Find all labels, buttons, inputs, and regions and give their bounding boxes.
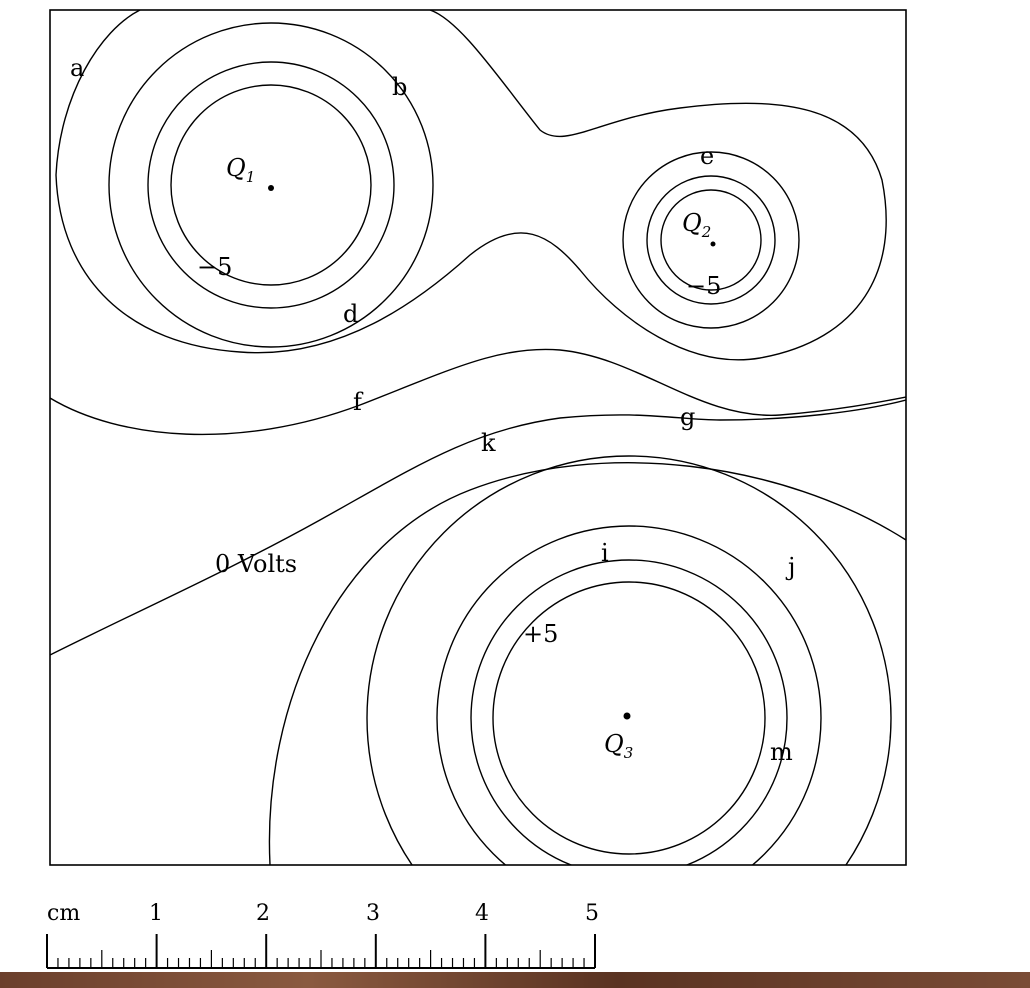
contour-d [55,174,761,361]
contour-q2-2 [646,175,776,305]
contour-a [55,10,887,359]
ruler-tick-label-1: 1 [149,901,163,926]
contour-q1-inner [170,84,372,286]
contour-q3-3 [436,525,822,865]
ruler-tick-label-2: 2 [256,901,270,926]
value-label-q3-pos5: +5 [523,620,558,648]
contour-f [50,348,906,436]
contour-q2-1 [660,189,762,291]
ruler-tick-label-5: 5 [585,901,599,926]
contour-q3-4 [366,455,892,865]
value-label-q1-neg5: −5 [197,253,232,281]
contour-q1-outer [108,22,434,348]
value-label-zero-volts: 0 Volts [215,550,297,578]
contour-label-k: k [481,429,496,457]
ruler-tick-label-3: 3 [366,901,380,926]
q2-label: Q2 [682,209,711,241]
diagram-frame [49,9,907,866]
contour-q2-3 [622,151,800,329]
q1-dot [268,185,274,191]
contour-j [268,462,906,865]
ruler: cm 1 2 3 4 5 [46,901,599,969]
value-label-q2-neg5: −5 [686,272,721,300]
contour-label-m: m [770,738,793,766]
contour-label-a: a [70,54,84,82]
contour-label-b: b [392,73,407,101]
contour-q1-mid [147,61,395,309]
bottom-decorative-strip [0,972,1030,988]
contour-label-i: i [601,539,609,567]
contour-q3-inner [492,581,766,855]
ruler-unit: cm [47,901,80,926]
contour-label-f: f [353,388,364,416]
ruler-ticks [46,934,596,969]
q3-label: Q3 [604,730,633,762]
contour-zero [50,399,906,656]
q3-dot [623,712,631,720]
contour-label-j: j [785,553,795,581]
contour-label-d: d [343,300,358,328]
ruler-tick-label-4: 4 [475,901,489,926]
contour-label-e: e [700,142,714,170]
q1-label: Q1 [226,154,255,186]
contour-q3-2 [470,559,788,865]
contour-label-g: g [680,403,695,431]
q2-dot [710,241,716,247]
